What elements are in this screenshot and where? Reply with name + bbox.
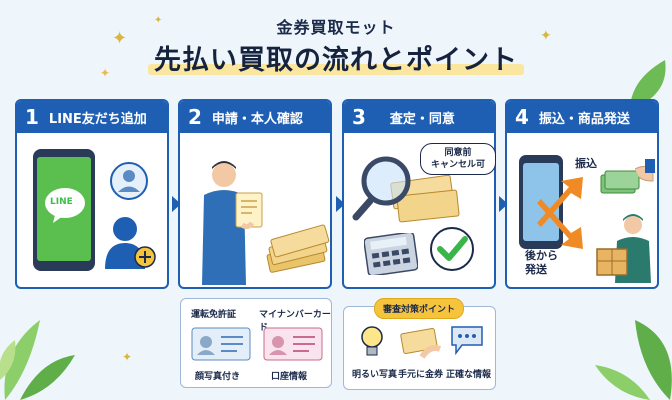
sparkle-icon: ✦: [154, 15, 163, 26]
sparkle-icon: ✦: [540, 28, 552, 44]
step-number: 1: [25, 105, 39, 129]
step-number: 3: [352, 105, 366, 129]
step-header: 2 申請・本人確認: [180, 101, 330, 133]
user-profile-icon: [110, 162, 148, 200]
my-number-card-icon: [263, 327, 323, 361]
flow-arrow-icon: [336, 196, 345, 212]
delivery-person-icon: [596, 214, 651, 283]
id-doc-label: マイナンバーカード: [259, 310, 331, 333]
screening-tips-panel: 明るい写真 手元に金券 正確な情報: [343, 306, 496, 390]
line-app-icon: [45, 188, 85, 223]
screening-tips-badge: 審査対策ポイント: [374, 298, 465, 319]
ship-later-label: 後から 発送: [525, 249, 558, 276]
step-card-1: 1 LINE友だち追加 LINE: [15, 99, 169, 289]
cash-hand-icon: [600, 159, 655, 194]
step-title: 振込・商品発送: [538, 111, 630, 127]
leaf-decoration-left: [0, 320, 75, 400]
check-circle-icon: [430, 227, 474, 271]
flow-arrow-icon: [499, 196, 508, 212]
id-doc-caption: 顔写真付き: [195, 372, 241, 382]
voucher-cards-icon: [390, 174, 460, 223]
tip-label: 手元に金券: [398, 370, 444, 380]
line-logo-text: LINE: [50, 197, 73, 207]
headline-container: 先払い買取の流れとポイント: [0, 38, 672, 77]
calculator-icon: [364, 233, 418, 275]
magnifier-icon: [352, 156, 411, 221]
sparkle-icon: ✦: [122, 350, 133, 364]
drivers-license-icon: [191, 327, 251, 361]
flow-arrow-icon: [172, 196, 181, 212]
transfer-label: 振込: [575, 157, 597, 170]
two-way-arrow-icon: [537, 177, 583, 249]
step-number: 2: [188, 105, 202, 129]
id-documents-panel: 運転免許証 マイナンバーカード 顔写真付き 口座情報: [180, 298, 332, 388]
tip-label: 正確な情報: [446, 370, 492, 380]
page-title: 先払い買取の流れとポイント: [148, 38, 524, 77]
step-header: 1 LINE友だち追加: [17, 101, 167, 133]
light-bulb-icon: [361, 326, 383, 356]
step-header: 4 振込・商品発送: [507, 101, 657, 133]
tip-label: 明るい写真: [352, 370, 398, 380]
add-friend-icon: [105, 217, 156, 269]
id-doc-caption: 口座情報: [271, 372, 308, 382]
person-holding-document-icon: [202, 161, 263, 285]
gift-voucher-stack-icon: [266, 224, 330, 273]
chat-bubble-icon: [451, 326, 483, 356]
step-illustration: 振込 後から 発送: [507, 133, 657, 287]
sparkle-icon: ✦: [112, 28, 128, 49]
brand-name: 金券買取モット: [276, 18, 396, 37]
step-illustration: LINE: [17, 133, 167, 287]
step-title: 申請・本人確認: [211, 111, 303, 127]
step-card-3: 3 査定・同意: [342, 99, 496, 289]
cancel-before-agreement-bubble: 同意前 キャンセル可: [420, 143, 496, 175]
step-illustration: [180, 133, 330, 287]
step-number: 4: [515, 105, 529, 129]
leaf-decoration-top-right: [630, 60, 666, 110]
voucher-in-hand-icon: [400, 328, 442, 359]
step-card-4: 4 振込・商品発送 振込 後から 発送: [505, 99, 659, 289]
step-card-2: 2 申請・本人確認: [178, 99, 332, 289]
step-title: 査定・同意: [389, 111, 455, 127]
id-doc-label: 運転免許証: [191, 310, 237, 320]
step-title: LINE友だち追加: [48, 111, 147, 127]
sparkle-icon: ✦: [100, 66, 111, 80]
step-header: 3 査定・同意: [344, 101, 494, 133]
page-title-text: 先払い買取の流れとポイント: [154, 45, 518, 76]
step-illustration: [344, 133, 494, 287]
leaf-decoration-right: [595, 320, 672, 400]
